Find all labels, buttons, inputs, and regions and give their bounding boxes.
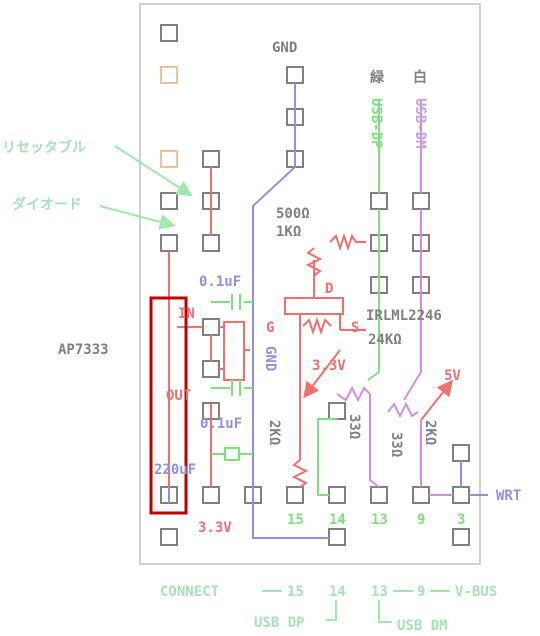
cap-220-label: 220uF bbox=[154, 462, 196, 478]
pin-13-label: 13 bbox=[371, 512, 388, 528]
pad bbox=[202, 318, 220, 336]
pad bbox=[286, 66, 304, 84]
green-kanji-label: 緑 bbox=[370, 69, 385, 86]
annotation-arrow bbox=[99, 205, 176, 230]
violet-traces bbox=[336, 100, 453, 496]
res-500-label: 500Ω bbox=[276, 206, 310, 222]
pad bbox=[160, 66, 178, 84]
pad bbox=[160, 528, 178, 546]
resettable-label: リセッタブル bbox=[2, 139, 86, 156]
res-33-left-label: 33Ω bbox=[346, 414, 362, 439]
diode-label: ダイオード bbox=[12, 196, 82, 213]
pad-grid bbox=[160, 24, 470, 546]
connect-label: CONNECT bbox=[160, 584, 219, 600]
legend-14-label: 14 bbox=[329, 584, 346, 600]
usb-dp-vertical-label: USB-DP bbox=[368, 98, 384, 149]
usb-dm-vertical-label: USB-DM bbox=[412, 98, 428, 149]
v33-bottom-label: 3.3V bbox=[198, 520, 232, 536]
red-traces bbox=[168, 167, 453, 487]
pad bbox=[328, 402, 346, 420]
gnd-vertical-label: GND bbox=[262, 346, 278, 371]
pin-9-label: 9 bbox=[417, 512, 425, 528]
vbus-label: V-BUS bbox=[455, 584, 497, 600]
res-2k-right-label: 2KΩ bbox=[422, 420, 438, 445]
legend-9-label: 9 bbox=[417, 584, 425, 600]
res-33-right-label: 33Ω bbox=[388, 432, 404, 457]
pad bbox=[202, 234, 220, 252]
pad bbox=[452, 528, 470, 546]
mosfet-s-label: S bbox=[351, 320, 359, 336]
pin-15-label: 15 bbox=[287, 512, 304, 528]
reg-out-label: OUT bbox=[166, 388, 191, 404]
pad bbox=[370, 192, 388, 210]
pad bbox=[412, 192, 430, 210]
legend-connectors bbox=[262, 590, 450, 623]
irlml-label: IRLML2246 bbox=[366, 308, 442, 324]
ap7333-highlight-box bbox=[149, 296, 188, 515]
pad bbox=[202, 150, 220, 168]
green-traces bbox=[211, 100, 380, 496]
pad bbox=[202, 360, 220, 378]
res-1k-label: 1KΩ bbox=[276, 224, 301, 240]
res-2k-left-label: 2KΩ bbox=[266, 420, 282, 445]
v33-arrow-label: 3.3V bbox=[312, 358, 346, 374]
usb-dp-label: USB DP bbox=[254, 615, 305, 631]
pad bbox=[160, 24, 178, 42]
pad bbox=[286, 486, 304, 504]
wrt-label: WRT bbox=[496, 488, 521, 504]
legend-15-label: 15 bbox=[287, 584, 304, 600]
pad bbox=[452, 444, 470, 462]
reg-in-label: IN bbox=[178, 306, 195, 322]
pin-3-label: 3 bbox=[457, 512, 465, 528]
blue-traces bbox=[168, 83, 488, 539]
pad bbox=[202, 486, 220, 504]
pad bbox=[370, 486, 388, 504]
gnd-top-label: GND bbox=[272, 40, 297, 56]
pad bbox=[452, 486, 470, 504]
white-kanji-label: 白 bbox=[413, 69, 427, 86]
pin-14-label: 14 bbox=[329, 512, 346, 528]
legend-13-label: 13 bbox=[371, 584, 388, 600]
mosfet-d-label: D bbox=[325, 281, 333, 297]
usb-dm-label: USB DM bbox=[397, 618, 448, 634]
annotation-arrow bbox=[114, 145, 193, 197]
mosfet-g-label: G bbox=[266, 320, 274, 336]
v5-label: 5V bbox=[444, 368, 461, 384]
res-24k-label: 24KΩ bbox=[368, 332, 402, 348]
pad bbox=[328, 486, 346, 504]
ap7333-label: AP7333 bbox=[58, 342, 109, 358]
pad bbox=[328, 528, 346, 546]
cap-01-top-label: 0.1uF bbox=[199, 274, 241, 290]
pad bbox=[160, 150, 178, 168]
pad bbox=[160, 192, 178, 210]
resistors bbox=[291, 232, 366, 488]
pad bbox=[412, 486, 430, 504]
cap-01-bottom-label: 0.1uF bbox=[200, 416, 242, 432]
board-outline bbox=[139, 3, 481, 565]
pad bbox=[160, 234, 178, 252]
